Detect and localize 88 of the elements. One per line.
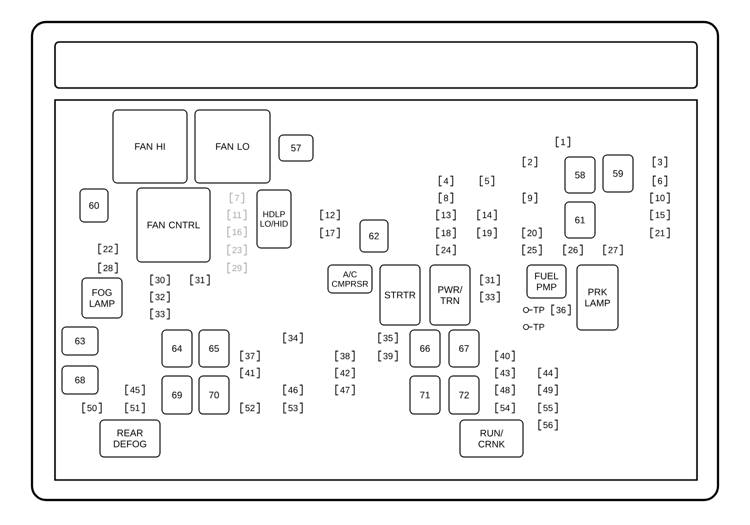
fuse: 31 — [480, 274, 500, 286]
relay-box: RUN/ CRNK — [460, 420, 524, 458]
relay-box: 68 — [62, 366, 98, 394]
fuse: 40 — [495, 350, 515, 362]
fuse: 46 — [283, 384, 303, 396]
relay-box: 57 — [278, 134, 314, 162]
fuse: 7 — [230, 192, 244, 204]
relay-box: 64 — [162, 330, 192, 368]
fuse: 15 — [650, 210, 670, 220]
relay-box: STRTR — [380, 264, 420, 326]
fuse: 52 — [240, 402, 260, 414]
fuse: 27 — [603, 244, 623, 256]
fuse: 21 — [650, 228, 670, 238]
fuse: 23 — [227, 244, 247, 256]
fuse: 1 — [556, 136, 570, 148]
fuse: 53 — [283, 402, 303, 414]
fuse: 18 — [436, 228, 456, 238]
fuse: 47 — [335, 384, 355, 396]
fuse: 30 — [150, 274, 170, 286]
fuse: 32 — [150, 292, 170, 302]
fuse: 22 — [98, 244, 118, 254]
relay-box: 65 — [198, 330, 230, 368]
fuse: 9 — [522, 192, 538, 204]
fuse: 49 — [538, 384, 558, 396]
fuse: 19 — [477, 228, 497, 238]
test-point: TP — [523, 306, 544, 314]
fuse: 48 — [495, 384, 515, 396]
fuse: 56 — [538, 420, 558, 430]
fuse: 20 — [522, 228, 542, 238]
relay-box: 70 — [198, 376, 230, 414]
fuse: 24 — [436, 244, 456, 256]
relay-box: 72 — [448, 376, 480, 414]
fuse: 54 — [495, 402, 515, 414]
fuse: 26 — [563, 244, 583, 256]
fuse: 45 — [125, 384, 145, 396]
fuse: 55 — [538, 402, 558, 414]
fuse: 34 — [283, 332, 303, 344]
fuse: 50 — [82, 402, 102, 414]
relay-box: FAN CNTRL — [136, 188, 210, 262]
fuse: 51 — [125, 402, 145, 414]
fuse: 14 — [477, 210, 497, 220]
fuse: 39 — [378, 350, 398, 362]
fuse: 10 — [650, 192, 670, 204]
relay-box: REAR DEFOG — [100, 420, 160, 458]
relay-box: PRK LAMP — [576, 264, 618, 330]
fuse: 43 — [495, 368, 515, 378]
fuse: 28 — [98, 262, 118, 274]
relay-box: 69 — [162, 376, 192, 414]
fuse: 36 — [551, 304, 571, 316]
fuse: 2 — [522, 156, 538, 168]
test-point: TP — [523, 324, 544, 330]
relay-box: PWR/ TRN — [430, 264, 470, 326]
relay-box: 61 — [564, 202, 596, 238]
fuse: 3 — [652, 156, 668, 168]
relay-box: 71 — [410, 376, 440, 414]
fuse: 31 — [190, 274, 210, 286]
fuse: 33 — [480, 292, 500, 302]
relay-box: FOG LAMP — [82, 278, 122, 318]
relay-box: 66 — [410, 330, 440, 368]
relay-box: 59 — [602, 154, 634, 192]
fuse: 37 — [240, 350, 260, 362]
fuse: 17 — [320, 228, 340, 238]
fuse: 4 — [438, 176, 454, 186]
relay-box: 60 — [80, 188, 108, 222]
fuse: 8 — [438, 192, 454, 204]
relay-box: A/C CMPRSR — [328, 264, 372, 294]
fuse: 38 — [335, 350, 355, 362]
fuse: 35 — [378, 332, 398, 344]
fuse: 13 — [436, 210, 456, 220]
fuse: 25 — [522, 244, 542, 256]
fuse: 41 — [240, 368, 260, 378]
relay-box: FAN LO — [194, 110, 270, 184]
fuse: 16 — [227, 226, 247, 238]
relay-box: FUEL PMP — [526, 264, 566, 298]
relay-box: FAN HI — [112, 110, 188, 184]
fuse: 5 — [480, 176, 494, 186]
fuse: 33 — [150, 308, 170, 320]
fuse: 12 — [320, 210, 340, 220]
relay-box: 63 — [62, 326, 98, 356]
relay-box: 67 — [448, 330, 480, 368]
fuse: 29 — [227, 262, 247, 274]
relay-box: 58 — [564, 156, 596, 194]
relay-box: 62 — [360, 220, 388, 252]
fuse: 42 — [335, 368, 355, 378]
relay-box: HDLP LO/HID — [256, 190, 292, 248]
fuse: 6 — [652, 176, 668, 186]
fuse: 11 — [228, 210, 246, 220]
fuse: 44 — [538, 368, 558, 378]
